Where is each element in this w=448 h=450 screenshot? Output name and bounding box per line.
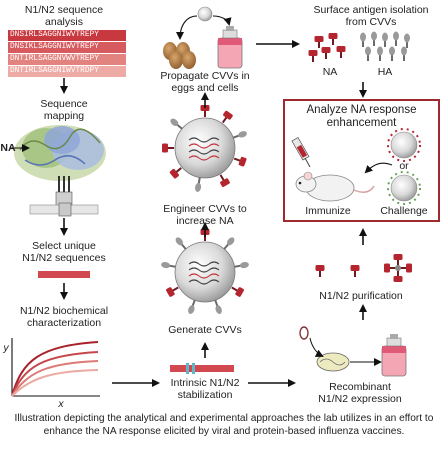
figure-caption: Illustration depicting the analytical an… [14,413,434,437]
label-select-unique: Select unique N1/N2 sequences [22,240,106,264]
na-protein-structure [10,125,106,217]
purified-na [315,254,412,282]
label-ha-small: HA [377,66,393,78]
selected-sequence-bar [38,271,90,278]
label-recombinant: Recombinant N1/N2 expression [318,381,402,405]
label-axis-y: y [3,342,9,354]
challenge-virus-2 [387,171,421,205]
label-sequence-mapping: Sequence mapping [40,98,88,122]
analyze-box [283,99,440,222]
na-antigens [308,33,346,62]
label-surface-isolation: Surface antigen isolation from CVVs [313,4,429,28]
label-engineer-cvvs: Engineer CVVs to increase NA [163,203,247,227]
label-stabilization: Intrinsic N1/N2 stabilization [170,377,240,401]
mouse-icon [295,171,375,202]
ha-antigens [360,31,410,61]
stabilized-sequence-bar [170,363,234,374]
biochem-curves [11,338,100,397]
sequence-row: DNSIKLSAGGNIWVTREPY [8,42,126,53]
cvv-virus-engineered [162,105,248,193]
cvv-virus-generate [160,229,250,315]
recombinant-expression [299,326,407,377]
eggs-and-cells [163,6,243,69]
label-propagate: Propagate CVVs in eggs and cells [160,70,250,94]
sequence-row: DNSIRLSAGGNIWVTREPY [8,30,126,41]
label-or: or [399,160,409,172]
label-na-small: NA [322,66,338,78]
label-biochem: N1/N2 biochemical characterization [19,305,109,329]
label-na: NA [0,142,16,154]
syringe-icon [291,136,311,168]
label-analyze: Analyze NA response enhancement [306,104,417,129]
label-purification: N1/N2 purification [319,290,403,302]
label-sequence-analysis: N1/N2 sequence analysis [24,4,104,28]
label-generate-cvvs: Generate CVVs [168,324,242,336]
label-challenge: Challenge [380,205,428,217]
sequence-row: DNTIRLSAGGNVWVTREPY [8,54,126,65]
challenge-virus-1 [387,128,421,162]
sequence-row: DNTIRLSAGGNIWVTRDPY [8,66,126,77]
label-axis-x: x [58,398,64,410]
label-immunize: Immunize [305,205,351,217]
